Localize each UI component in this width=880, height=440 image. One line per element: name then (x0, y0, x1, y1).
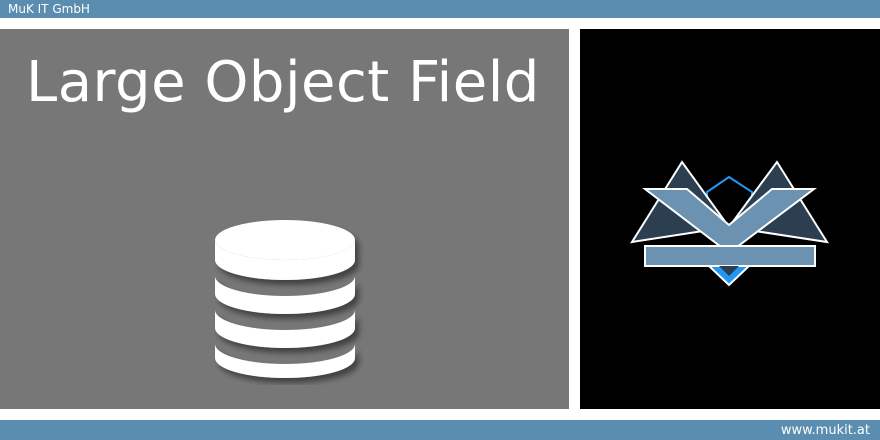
website-link[interactable]: www.mukit.at (780, 423, 870, 438)
bottom-bar: www.mukit.at (0, 420, 880, 440)
logo-panel (580, 29, 880, 409)
top-bar: MuK IT GmbH (0, 0, 880, 18)
database-icon (215, 220, 355, 378)
page-title: Large Object Field (26, 50, 540, 115)
muk-logo-icon (629, 160, 830, 287)
company-name: MuK IT GmbH (8, 2, 90, 16)
